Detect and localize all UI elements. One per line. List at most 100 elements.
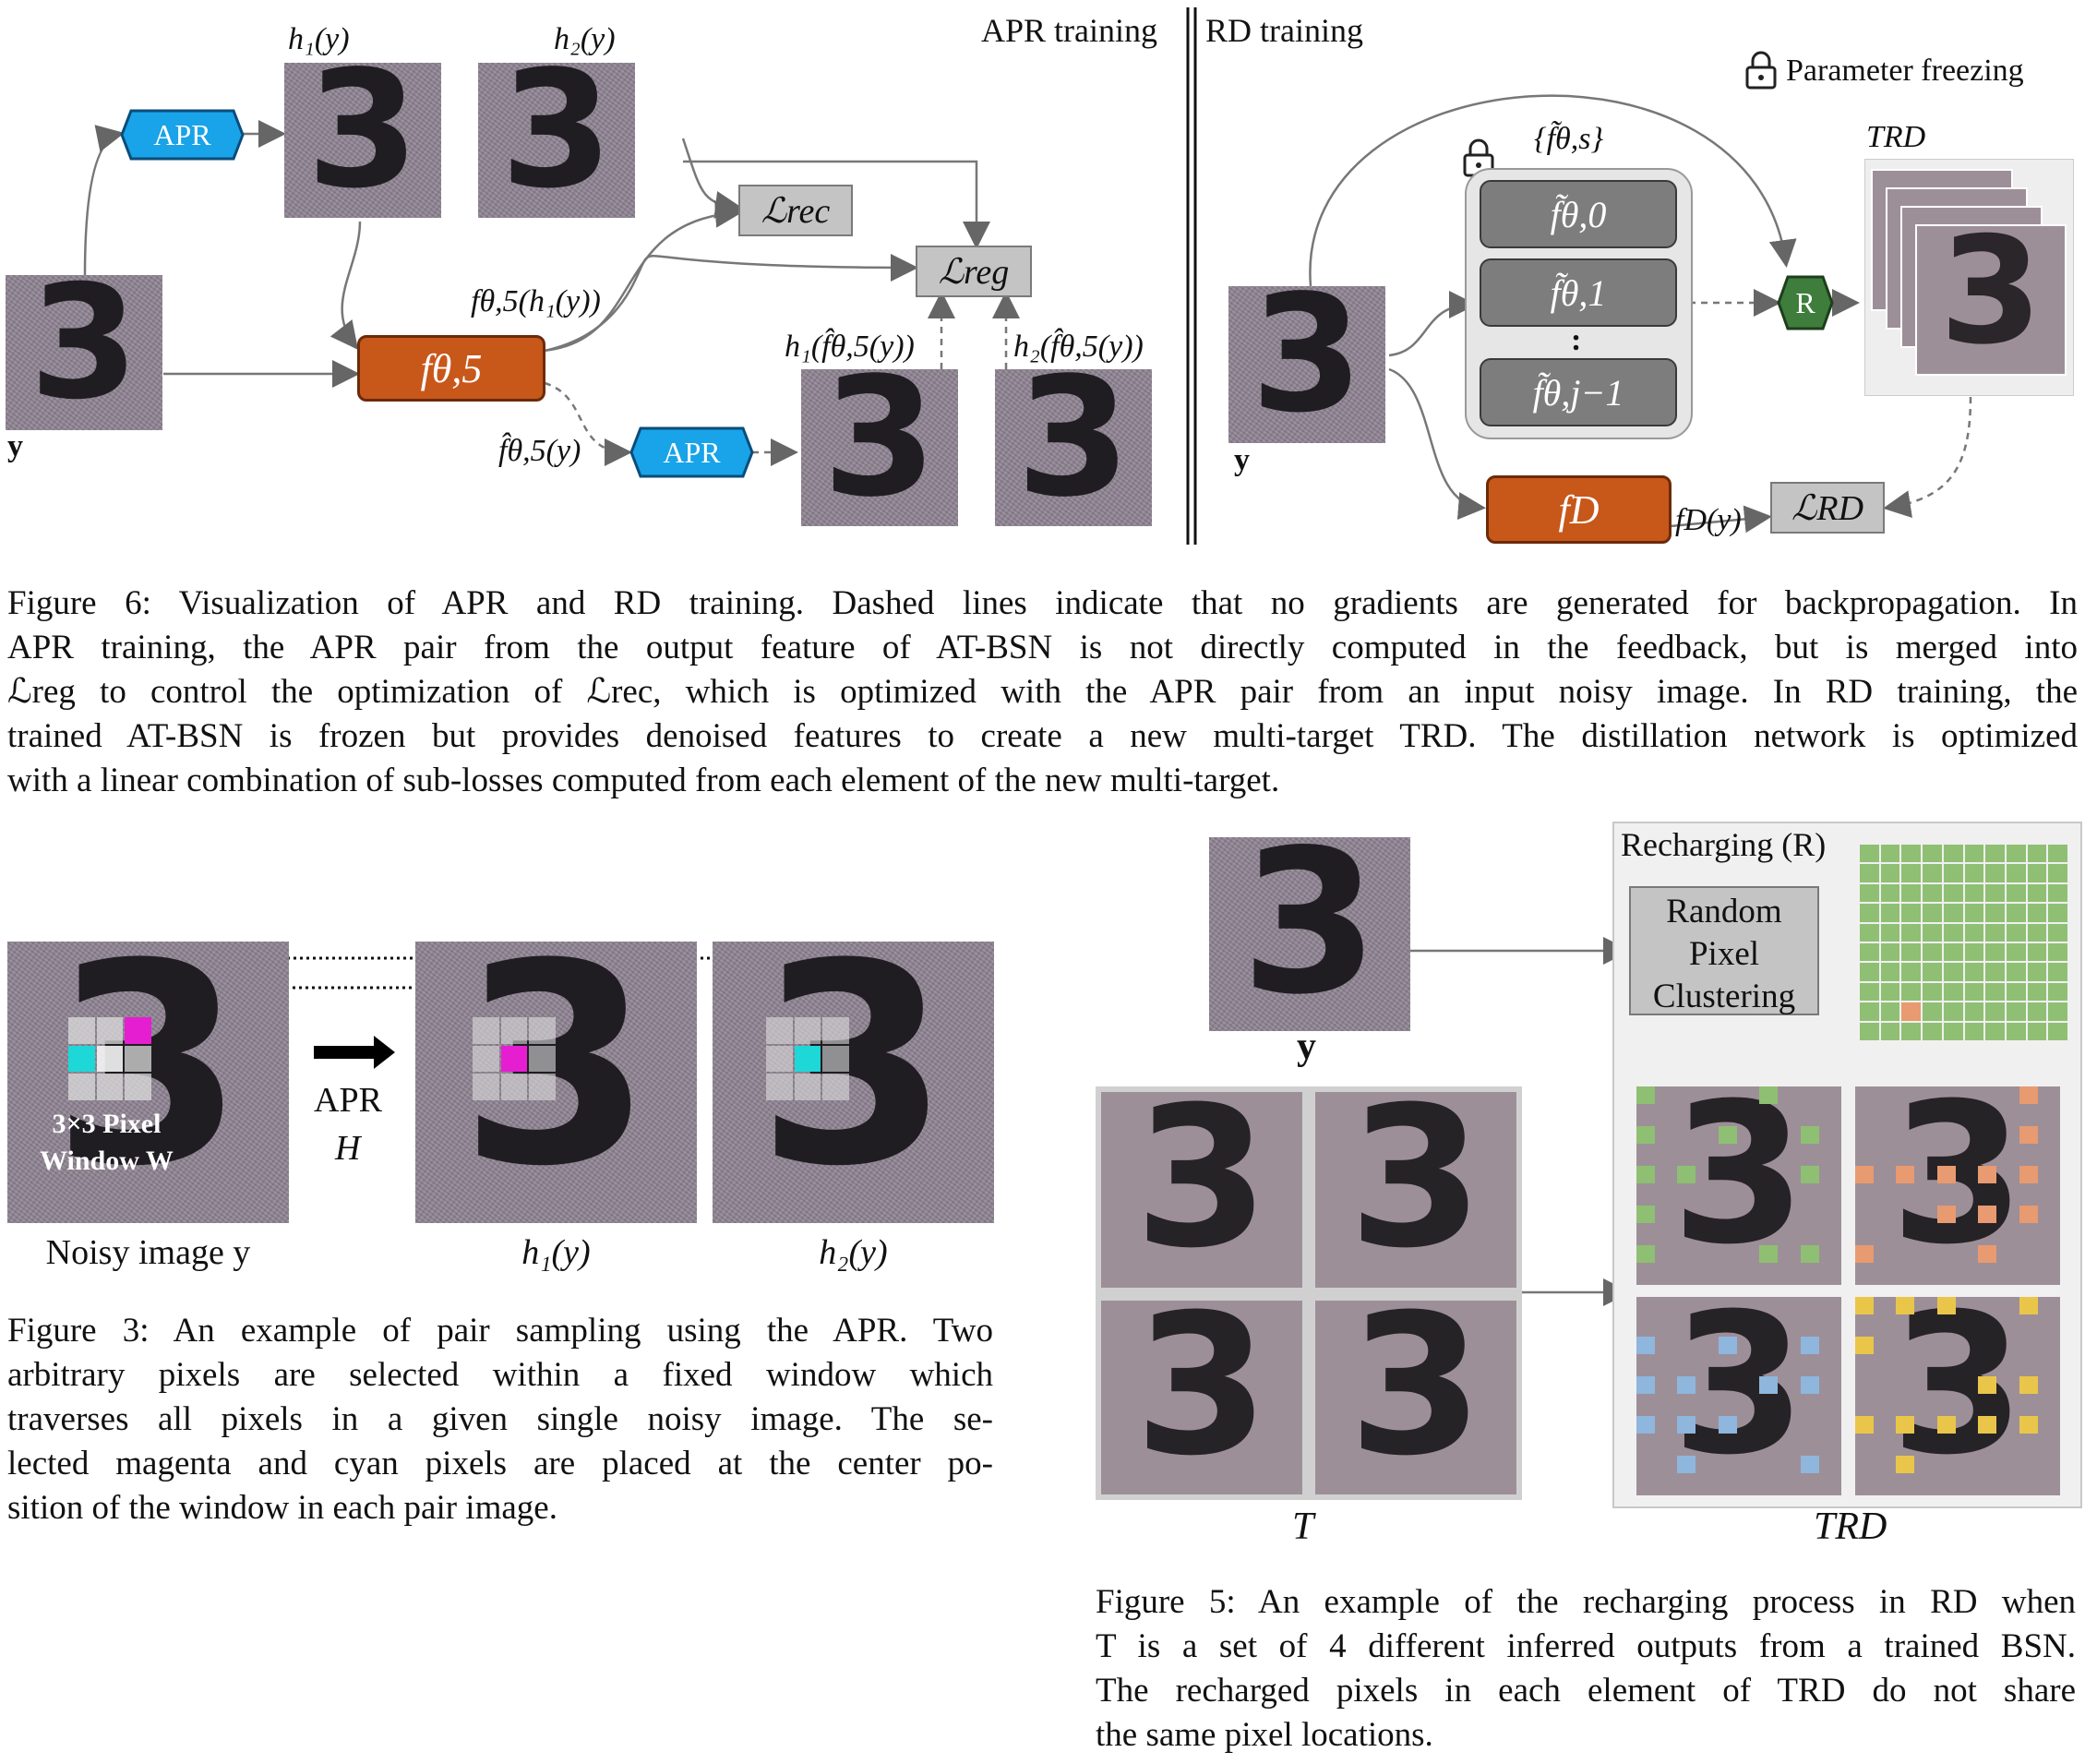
h2-fhat-image: 3 — [995, 369, 1152, 526]
h2-image: 3 — [713, 942, 994, 1223]
cluster-cell — [1943, 883, 1963, 903]
apr-node-top — [120, 109, 245, 161]
caption-line: arbitrary pixels are selected within a f… — [7, 1356, 993, 1394]
cluster-cell — [1943, 963, 1963, 981]
apr-node-bottom-label: APR — [663, 435, 721, 469]
cluster-cell — [1880, 942, 1900, 962]
recharged-pixel — [1896, 1416, 1915, 1434]
cluster-cell — [2027, 1002, 2047, 1021]
recharged-pixels — [1636, 1297, 1841, 1495]
cluster-cell — [1943, 942, 1963, 962]
cluster-cell — [1985, 923, 2005, 942]
recharged-pixel — [1800, 1166, 1819, 1184]
cluster-cell — [1880, 982, 1900, 1002]
caption-line: ℒreg to control the optimization of ℒrec… — [7, 673, 2078, 711]
cluster-cell — [1943, 904, 1963, 922]
fset-label: {f̃θ,s} — [1534, 122, 1604, 156]
window-label-line: 3×3 Pixel — [52, 1109, 162, 1139]
pixel-window — [766, 1017, 849, 1100]
caption-line: Figure 3: An example of pair sampling us… — [7, 1312, 993, 1350]
recharged-pixel — [2019, 1297, 2038, 1315]
recharged-pixel — [1677, 1456, 1696, 1474]
cluster-cell — [1985, 864, 2005, 882]
caption-line: with a linear combination of sub-losses … — [7, 762, 1280, 799]
cluster-cell — [1923, 845, 1942, 863]
cluster-cell — [2027, 963, 2047, 981]
cluster-cell — [2027, 904, 2047, 922]
cluster-cell — [1923, 982, 1942, 1002]
caption-line: Figure 5: An example of the recharging p… — [1096, 1583, 2076, 1621]
cluster-cell — [1923, 1002, 1942, 1021]
loss-rec: ℒrec — [738, 185, 853, 236]
recharged-pixel — [2019, 1126, 2038, 1145]
recharged-pixel — [1855, 1416, 1874, 1434]
cluster-cell — [2006, 923, 2026, 942]
random-pixel-clustering-box: Random Pixel Clustering — [1629, 886, 1819, 1015]
t-image: 3 — [1101, 1301, 1302, 1494]
trd-image-blue: 3 — [1636, 1297, 1841, 1495]
cluster-cell — [1923, 883, 1942, 903]
cluster-cell — [1964, 883, 1984, 903]
trd-image-orange: 3 — [1855, 1086, 2060, 1285]
cluster-cell — [1985, 904, 2005, 922]
cluster-cell — [2006, 982, 2026, 1002]
recharged-pixel — [1677, 1166, 1696, 1184]
recharged-pixel — [1800, 1337, 1819, 1355]
f-theta-1-node: f̃θ,1 — [1480, 258, 1677, 327]
caption-line: sition of the window in each pair image. — [7, 1489, 557, 1527]
recharged-pixel — [1978, 1206, 1997, 1224]
recharged-pixel — [1718, 1416, 1737, 1434]
cluster-cell — [1943, 1022, 1963, 1040]
recharged-pixel — [1800, 1245, 1819, 1264]
cluster-cell — [1880, 1002, 1900, 1021]
recharge-node-label: R — [1795, 285, 1815, 319]
recharged-pixel — [2019, 1376, 2038, 1395]
caption-line: the same pixel locations. — [1096, 1716, 1433, 1754]
trd-image-yellow: 3 — [1855, 1297, 2060, 1495]
recharged-pixels — [1636, 1086, 1841, 1285]
cluster-cell — [1901, 864, 1922, 882]
pixel-window — [473, 1017, 556, 1100]
cluster-cell — [2027, 982, 2047, 1002]
rd-input-image-y: 3 — [1228, 286, 1385, 443]
h2y-label: h₂(y) — [554, 22, 616, 56]
noisy-image-label: Noisy image y — [45, 1233, 251, 1272]
cluster-cell — [2006, 904, 2026, 922]
cluster-cell — [2027, 845, 2047, 863]
recharged-pixel — [1718, 1337, 1737, 1355]
recharged-pixel — [1636, 1206, 1655, 1224]
fig5-input-image: 3 — [1209, 837, 1410, 1031]
recharge-node — [1777, 275, 1834, 330]
recharged-pixel — [1636, 1416, 1655, 1434]
cluster-cell — [2006, 845, 2026, 863]
recharged-pixel — [1677, 1376, 1696, 1395]
recharged-pixel — [1759, 1376, 1779, 1395]
cluster-cell — [1923, 942, 1942, 962]
recharged-pixel — [1759, 1086, 1779, 1105]
recharged-pixel — [1636, 1086, 1655, 1105]
cluster-cell — [2048, 1002, 2067, 1021]
pixel-window — [68, 1017, 151, 1100]
cluster-cell — [1860, 883, 1879, 903]
cluster-cell — [2048, 1022, 2067, 1040]
cluster-cell — [1964, 864, 1984, 882]
recharged-pixel — [1636, 1376, 1655, 1395]
rd-y-label: y — [1234, 443, 1250, 477]
cluster-cell — [1880, 883, 1900, 903]
cluster-cell — [2048, 845, 2067, 863]
cluster-cell — [1880, 864, 1900, 882]
cluster-cell — [1985, 845, 2005, 863]
cluster-cell — [2006, 883, 2026, 903]
recharged-pixel — [1636, 1337, 1655, 1355]
recharged-pixels — [1855, 1086, 2060, 1285]
caption-line: traverses all pixels in a given single n… — [7, 1400, 993, 1438]
caption-line: Figure 6: Visualization of APR and RD tr… — [7, 584, 2078, 622]
recharged-pixel — [2019, 1416, 2038, 1434]
recharged-pixel — [1855, 1166, 1874, 1184]
lock-icon — [1744, 51, 1778, 90]
cluster-cell — [1964, 942, 1984, 962]
fig3-caption: Figure 3: An example of pair sampling us… — [7, 1309, 993, 1530]
cluster-cell — [1943, 845, 1963, 863]
cluster-cell — [2048, 904, 2067, 922]
apr-training-title: APR training — [981, 12, 1158, 49]
